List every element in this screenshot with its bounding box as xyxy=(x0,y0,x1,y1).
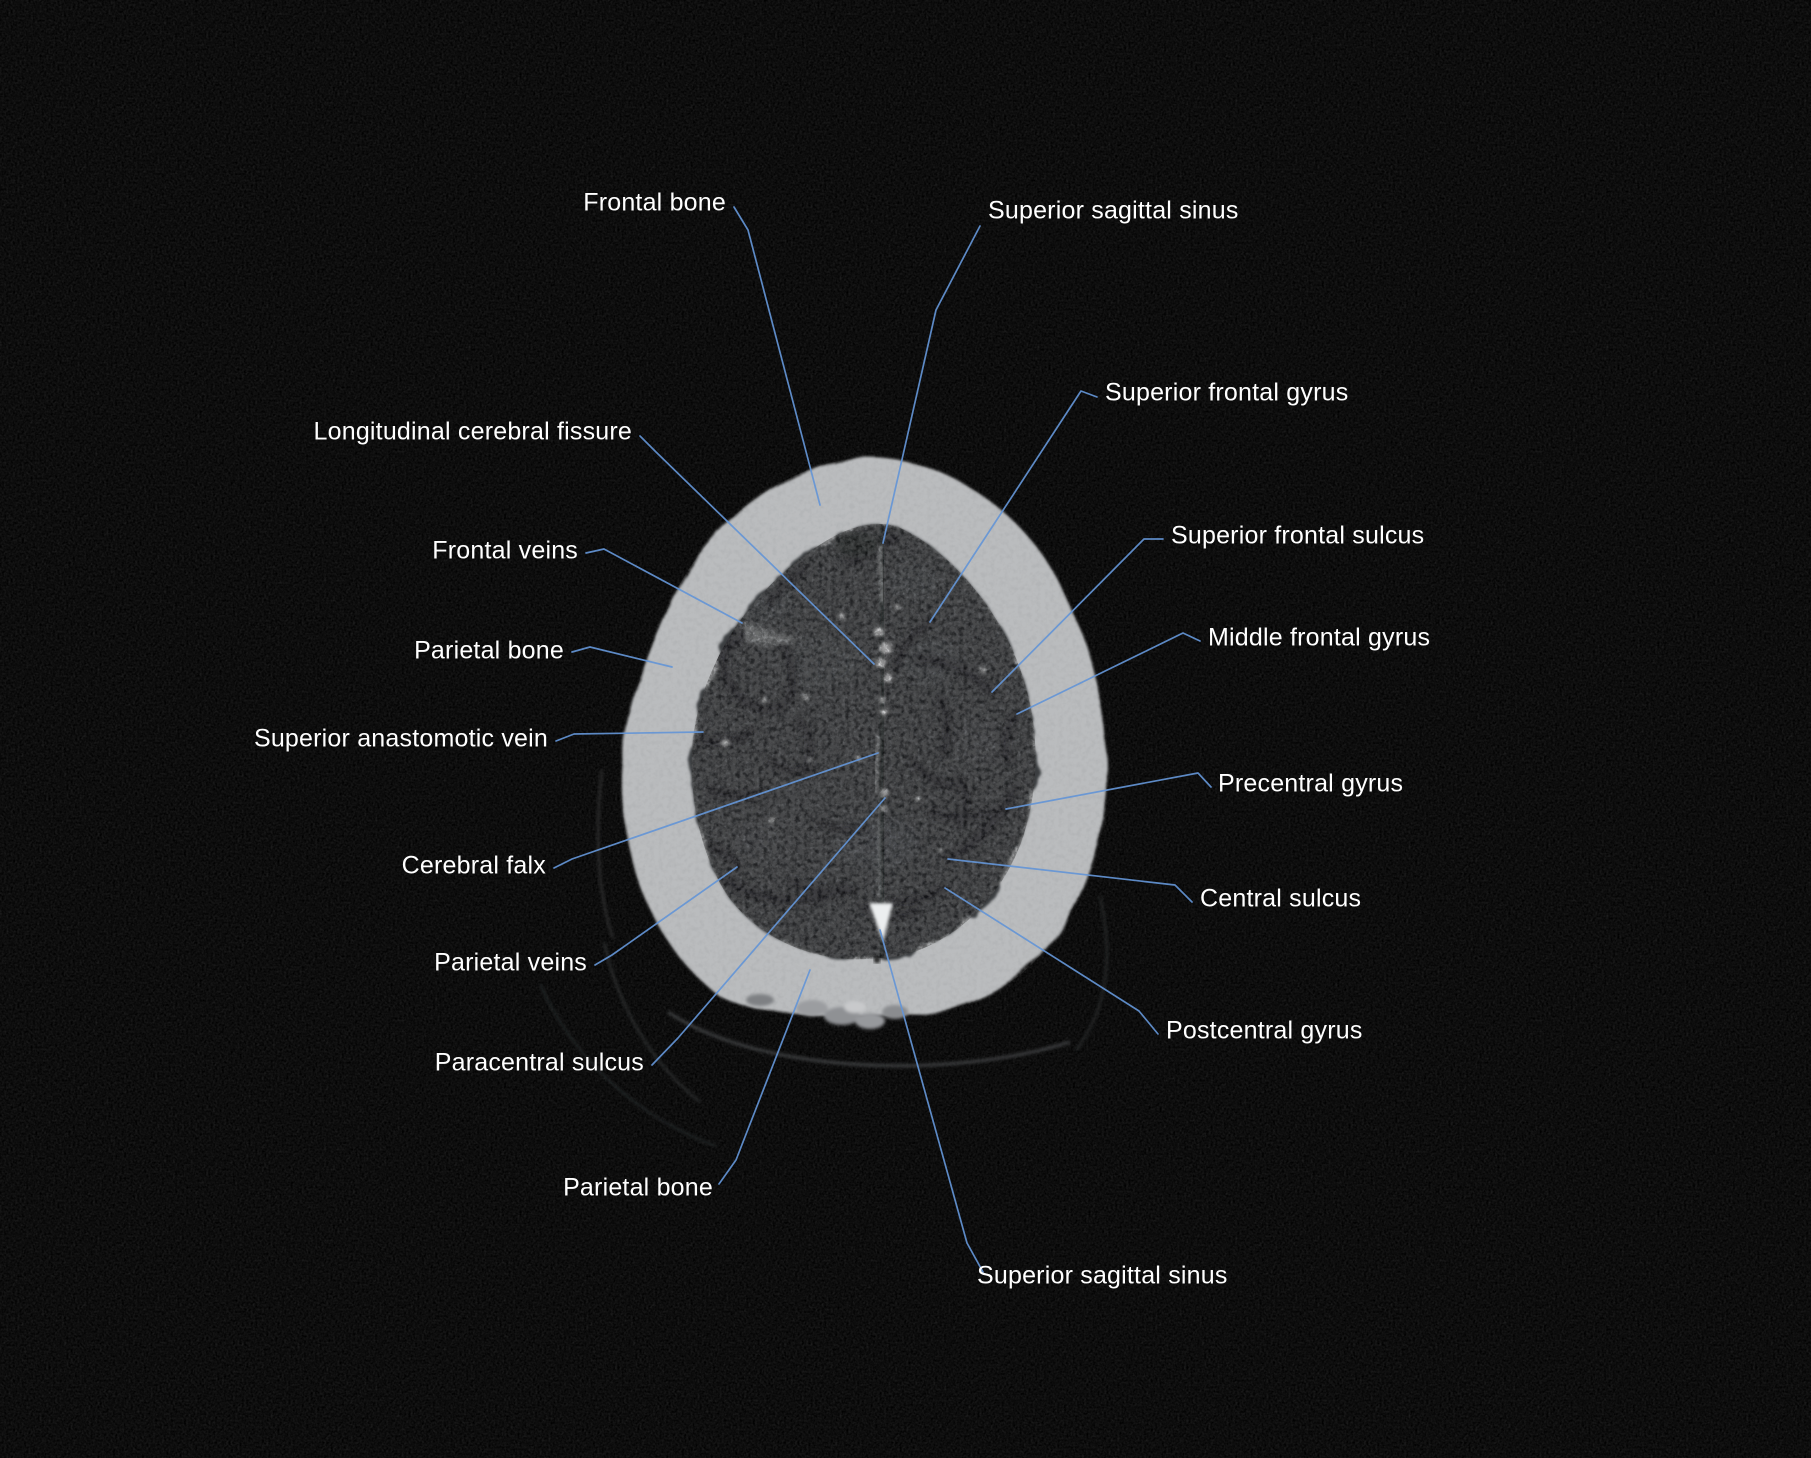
scalp-arc xyxy=(603,941,701,1103)
leader-line-cerebral-falx xyxy=(553,752,879,869)
leader-line-central-sulcus xyxy=(947,858,1193,903)
leader-line-superior-sagittal-sinus-bottom xyxy=(879,929,984,1273)
leader-line-parietal-bone-bottom xyxy=(718,969,811,1185)
superior-sagittal-sinus-shape xyxy=(869,903,893,942)
leader-line-paracentral-sulcus xyxy=(651,797,886,1066)
scalp-arc xyxy=(667,1011,1071,1067)
leader-line-superior-frontal-sulcus xyxy=(991,538,1164,693)
leader-line-precentral-gyrus xyxy=(1005,772,1212,810)
scalp-arcs xyxy=(539,769,1108,1147)
scalp-arc xyxy=(597,769,615,939)
leader-line-longitudinal-cerebral-fissure xyxy=(639,435,875,665)
leader-line-superior-sagittal-sinus-top xyxy=(882,225,981,544)
leader-line-frontal-veins xyxy=(585,548,743,624)
leader-line-parietal-bone-left xyxy=(571,646,673,668)
scalp-arc xyxy=(539,983,717,1147)
scalp-arc xyxy=(1075,895,1108,1051)
bone-vessel-notch xyxy=(873,956,881,964)
leader-line-superior-frontal-gyrus xyxy=(929,390,1098,623)
leader-line-middle-frontal-gyrus xyxy=(1016,632,1201,715)
leader-line-superior-anastomotic-vein xyxy=(555,731,704,742)
leader-line-postcentral-gyrus xyxy=(944,887,1159,1035)
leader-lines-layer xyxy=(553,206,1212,1273)
leader-line-frontal-bone-top xyxy=(733,206,821,506)
leader-line-parietal-veins xyxy=(594,866,738,966)
